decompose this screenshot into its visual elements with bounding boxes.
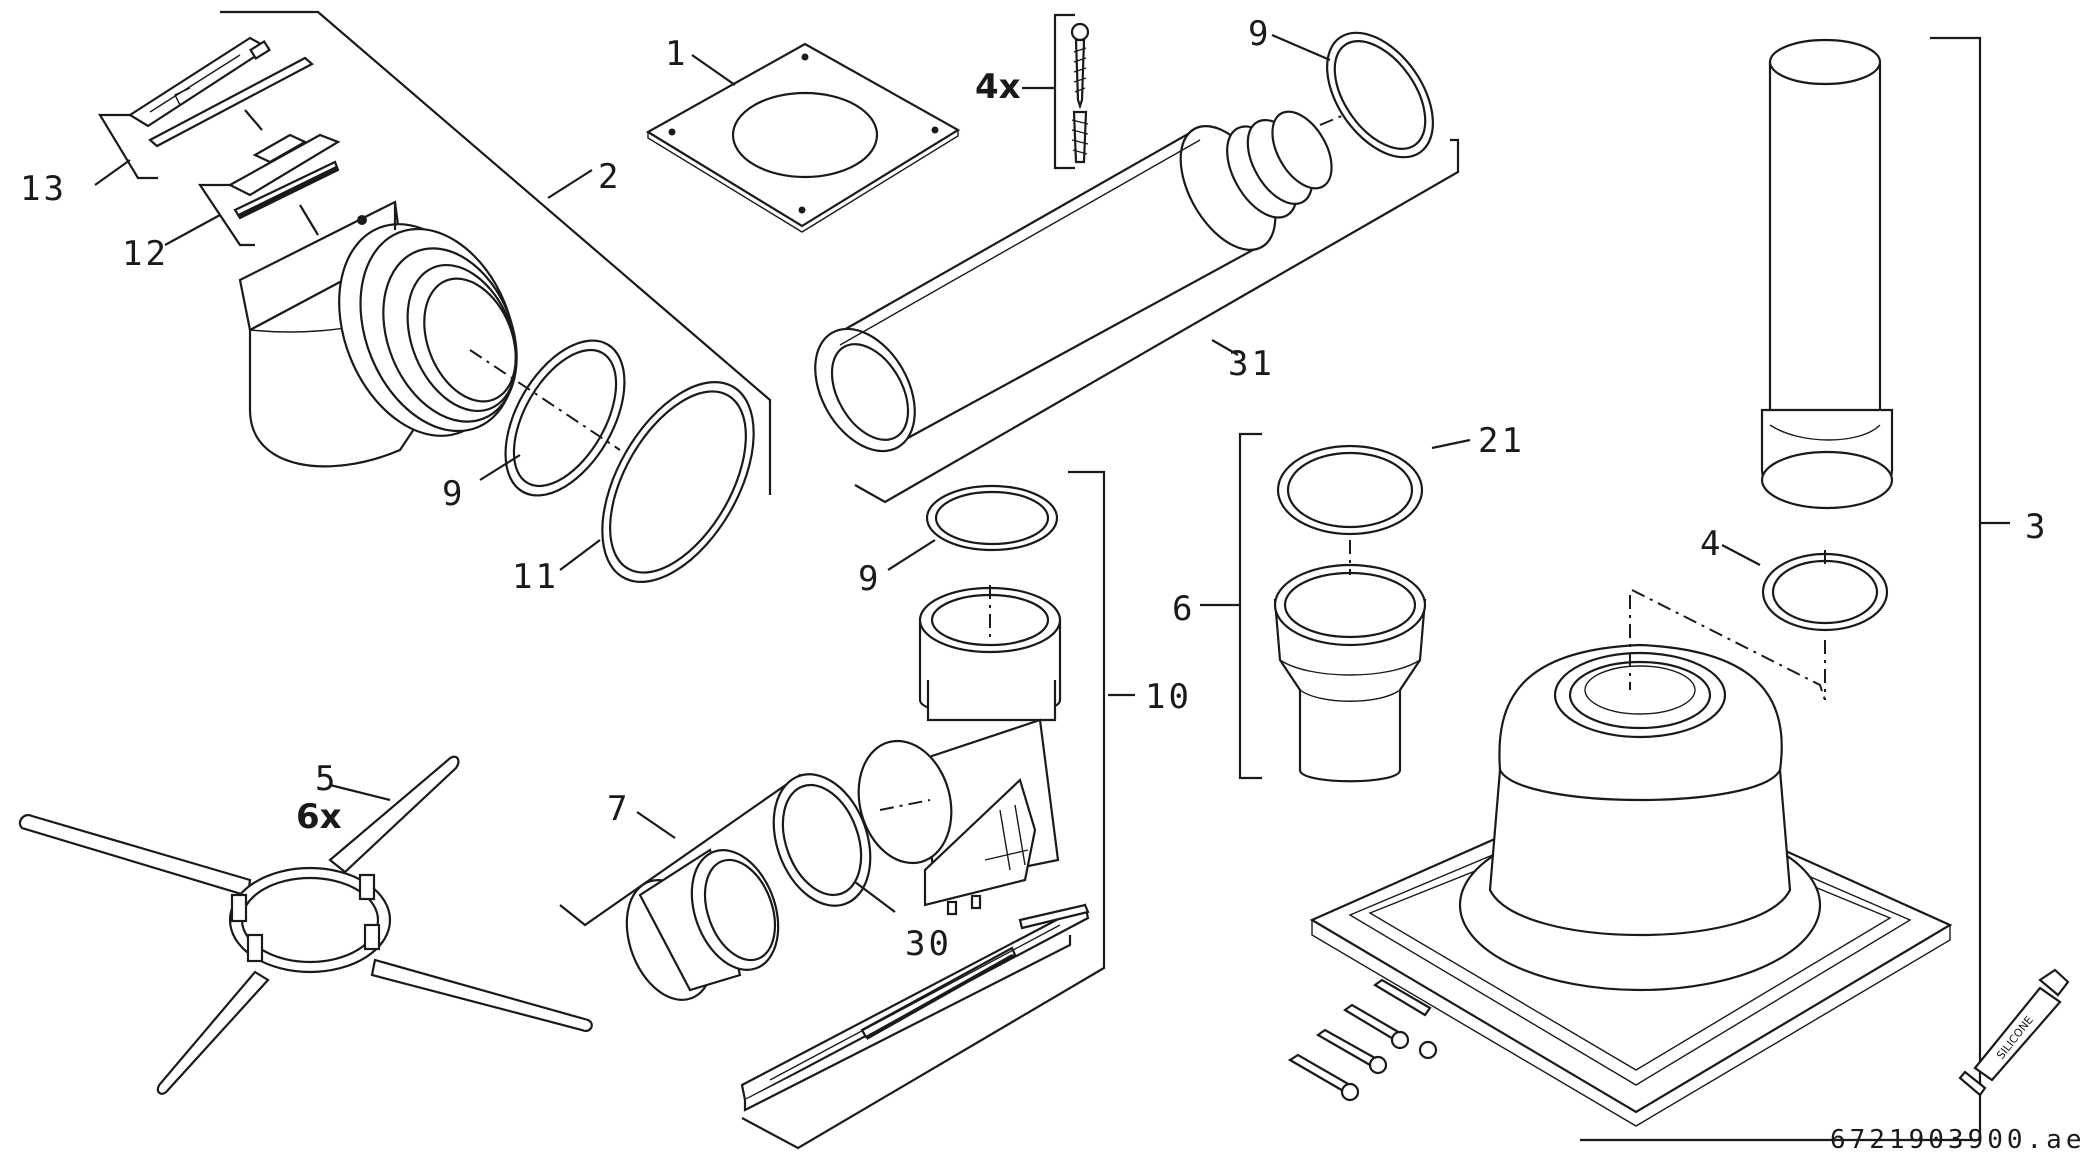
wall-plug-icon <box>1071 110 1089 164</box>
part-30-ring <box>772 773 872 907</box>
label-2: 2 <box>598 157 621 197</box>
part-6-adapter-assembly <box>1238 432 1427 783</box>
label-6: 6 <box>1172 589 1195 629</box>
label-11: 11 <box>512 557 559 597</box>
qty-brackets: 6x <box>296 797 342 837</box>
label-31: 31 <box>1228 344 1275 384</box>
part-1-plate <box>645 42 961 233</box>
bracket-13 <box>98 113 158 180</box>
part-10-tee-assembly <box>740 470 1106 1150</box>
bracket-31 <box>854 138 1460 504</box>
part-9-ring-b <box>1326 31 1434 159</box>
label-9-left: 9 <box>442 474 465 514</box>
label-4: 4 <box>1700 524 1723 564</box>
bracket-3 <box>1580 36 1982 1142</box>
qty-screws: 4x <box>975 67 1021 107</box>
elbow-assembly <box>98 10 772 583</box>
part-3-roof-flashing <box>1287 36 2070 1142</box>
label-13: 13 <box>20 169 67 209</box>
bracket-4x <box>1053 13 1075 170</box>
label-9-top: 9 <box>1248 14 1271 54</box>
roof-screws <box>1287 978 1438 1102</box>
part-13-clip <box>127 36 314 148</box>
bracket-10 <box>741 470 1106 1150</box>
label-30: 30 <box>905 924 952 964</box>
elbow-90-degree <box>238 200 518 468</box>
label-5: 5 <box>315 759 338 799</box>
label-9-tee: 9 <box>858 559 881 599</box>
screws-and-plugs <box>1022 13 1090 170</box>
label-1: 1 <box>665 34 688 74</box>
mounting-rail <box>740 903 1090 1112</box>
part-21-ring <box>1276 444 1424 536</box>
part-6-reducer <box>1273 563 1427 783</box>
label-10: 10 <box>1145 677 1192 717</box>
part-11-ring <box>601 381 755 583</box>
bracket-6 <box>1238 432 1262 780</box>
part-7-adapter <box>559 773 829 1001</box>
reference-number: 6721903900.ae <box>1830 1125 2086 1155</box>
vertical-flue-pipe <box>1760 38 1894 510</box>
part-12-clip <box>227 133 341 220</box>
label-21: 21 <box>1478 421 1525 461</box>
part-9-ring-a <box>504 339 626 497</box>
part-labels: 1 2 3 4 5 6 7 9 9 9 10 11 12 13 21 30 31… <box>20 14 2086 1155</box>
label-7: 7 <box>607 789 630 829</box>
part-5-support-bracket <box>18 755 593 1095</box>
part-31-pipe <box>814 99 1460 504</box>
bracket-2 <box>220 10 772 495</box>
silicone-tube <box>1958 968 2070 1097</box>
screw-icon <box>1070 22 1090 110</box>
label-12: 12 <box>122 234 169 274</box>
label-3: 3 <box>2025 507 2048 547</box>
part-4-ring <box>1761 552 1889 632</box>
leader-lines <box>94 33 1761 913</box>
